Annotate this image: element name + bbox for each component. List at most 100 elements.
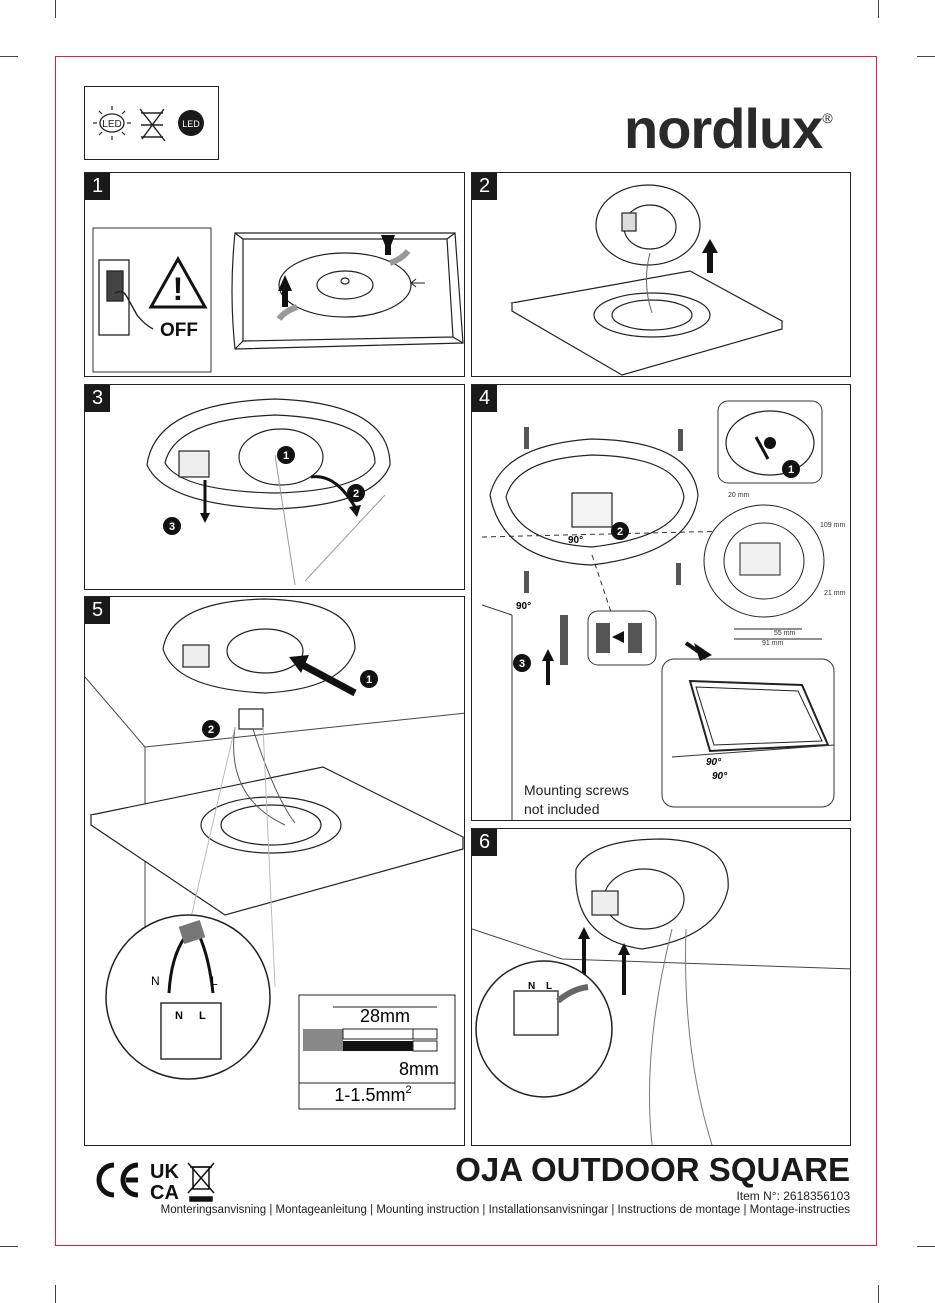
push-arrow-icon	[289, 655, 357, 697]
callout-1: 1	[366, 674, 372, 686]
screw-icons	[524, 427, 683, 593]
lamp-cover-disc	[595, 184, 701, 266]
wire-label-l: L	[211, 974, 218, 988]
callout-2: 2	[208, 724, 214, 736]
step-number: 2	[472, 173, 497, 200]
step-2-panel: 2	[471, 172, 851, 377]
angle-label: 90°	[516, 601, 531, 612]
crop-mark	[55, 0, 56, 18]
step-6-illustration: N L	[472, 838, 850, 1145]
angle-label-a: 90°	[706, 757, 722, 768]
angle-label-b: 90°	[712, 771, 728, 782]
step-number: 3	[85, 385, 110, 412]
terminal-l: L	[546, 981, 552, 992]
crop-mark	[878, 1285, 879, 1303]
dim-inner: 55 mm	[774, 630, 796, 637]
led-icons: LED LED	[93, 106, 204, 142]
certification-marks: UK CA	[92, 1157, 222, 1208]
step-5-illustration: 1 2 N L N L 28mm 8mm 1-1.5mm2	[85, 598, 464, 1110]
instruction-languages: Monteringsanvisning | Montageanleitung |…	[160, 1204, 850, 1216]
terminal-block	[238, 708, 264, 730]
wire-cross-section: 1-1.5mm2	[334, 1084, 411, 1105]
dim-top: 20 mm	[728, 492, 750, 499]
weee-bin-icon	[187, 1162, 215, 1202]
terminal-l: L	[199, 1010, 206, 1022]
callout-1: 1	[788, 464, 794, 476]
terminal-n: N	[528, 981, 535, 992]
connector-icon	[160, 1002, 222, 1060]
hand-icon	[114, 290, 154, 330]
svg-text:UK: UK	[150, 1161, 179, 1183]
dim-side: 21 mm	[824, 590, 846, 597]
mounting-screws-note: Mounting screws not included	[524, 781, 629, 819]
lift-arrow-icon	[578, 927, 630, 995]
strip-length-outer: 28mm	[360, 1006, 410, 1026]
step-3-callouts: 1 2 3	[163, 446, 365, 535]
wiring-detail-circle	[105, 914, 271, 1080]
callout-3: 3	[519, 658, 525, 670]
step-4-illustration: 90° 90° 2 1 20 mm 109 mm 21 mm 55 mm 91 …	[481, 400, 846, 820]
crop-mark	[917, 1246, 935, 1247]
connector-icon	[513, 990, 559, 1036]
crop-mark	[0, 56, 18, 57]
callout-2: 2	[617, 526, 623, 538]
brand-logo: nordlux®	[624, 96, 833, 161]
brand-name: nordlux	[624, 97, 823, 160]
note-line-2: not included	[524, 801, 600, 817]
step-5-panel: 5 1 2 N L N L	[84, 596, 465, 1146]
note-line-1: Mounting screws	[524, 782, 630, 798]
product-title: OJA OUTDOOR SQUARE	[455, 1151, 850, 1188]
step-3-illustration: 1 2 3	[146, 398, 391, 586]
marks-icons: UK CA	[96, 1161, 215, 1204]
step-6-panel: 6 N L	[471, 828, 851, 1146]
rotate-arrow-icon	[276, 235, 425, 321]
led-label: LED	[102, 119, 121, 130]
callout-1: 1	[283, 450, 289, 462]
warning-icon: !	[148, 255, 208, 309]
crop-mark	[917, 56, 935, 57]
step-1-panel: 1 ! OFF	[84, 172, 465, 377]
step-1-illustration: ! OFF	[92, 227, 464, 373]
mounting-base-plate	[510, 270, 784, 376]
svg-text:CA: CA	[150, 1182, 179, 1203]
wire-strip-diagram	[298, 994, 456, 1110]
step-2-illustration	[510, 184, 784, 376]
step-number: 1	[85, 173, 110, 200]
step-3-panel: 3 1 2 3	[84, 384, 465, 590]
angle-label-inner: 90°	[568, 535, 583, 546]
wire-label-n: N	[151, 974, 160, 988]
lamp-base-top-view	[489, 438, 699, 566]
led-info-box: LED LED	[84, 86, 219, 160]
wall-switch-icon	[98, 259, 130, 336]
no-replacement-icon	[139, 108, 166, 142]
strip-length-inner: 8mm	[399, 1059, 439, 1079]
crop-mark	[0, 1246, 18, 1247]
registered-mark: ®	[822, 110, 832, 126]
dim-right: 109 mm	[820, 522, 845, 529]
instruction-sheet-frame	[55, 56, 877, 1246]
step-number: 4	[472, 385, 497, 412]
dimension-diagram	[703, 504, 825, 640]
led-bulb-icon	[93, 106, 131, 140]
callout-2: 2	[353, 488, 359, 500]
led-dark-label: LED	[182, 119, 200, 129]
item-number: Item N°: 2618356103	[736, 1189, 850, 1203]
ce-mark-icon	[96, 1162, 139, 1198]
step-number: 6	[472, 829, 497, 856]
dim-bottom: 91 mm	[762, 640, 784, 647]
step-4-panel: 4 90° 90° 2 1 20 mm	[471, 384, 851, 821]
step-number: 5	[85, 597, 110, 624]
lamp-frame	[89, 766, 464, 916]
svg-text:!: !	[173, 271, 184, 307]
led-dark-icon	[178, 110, 204, 136]
ukca-mark-icon: UK CA	[150, 1161, 179, 1204]
lift-arrow-icon	[702, 239, 718, 273]
lamp-housing	[146, 398, 391, 510]
terminal-n: N	[175, 1010, 183, 1022]
step-4-callouts: 2	[611, 522, 629, 540]
crop-mark	[55, 1285, 56, 1303]
off-label: OFF	[160, 320, 198, 341]
lamp-housing	[575, 838, 729, 950]
callout-3: 3	[169, 521, 175, 533]
crop-mark	[878, 0, 879, 18]
